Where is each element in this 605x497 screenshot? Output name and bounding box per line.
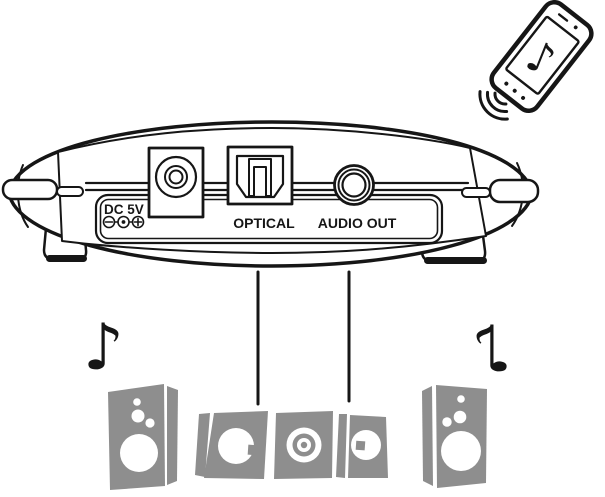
woofer: [120, 434, 158, 472]
audio-jack-hole: [341, 172, 367, 198]
speaker-side: [422, 386, 433, 486]
band-tab-left: [1, 178, 59, 201]
left-speaker-icon: [108, 384, 178, 490]
optical-port-icon: [226, 145, 294, 206]
band-dash-left: [56, 186, 84, 197]
dc-jack-ring: [164, 165, 188, 189]
stereo-right-speaker-cone: [351, 430, 381, 460]
stereo-left-spine: [195, 413, 210, 477]
music-note-left-icon: ♪: [83, 311, 124, 385]
stereo-left-button: [247, 444, 259, 456]
tweeter: [133, 398, 141, 406]
music-note-glyph: ♪: [471, 313, 512, 387]
foot-pad: [424, 257, 487, 264]
optical-shutter: [248, 158, 272, 197]
nav-dot: [504, 81, 509, 86]
dc-jack-barrel: [154, 155, 198, 199]
earpiece-icon: [557, 13, 569, 22]
tweeter: [442, 417, 452, 427]
tweeter: [457, 395, 465, 403]
stereo-right-button: [355, 440, 366, 451]
smartphone-icon: ♪: [489, 0, 594, 114]
camera-icon: [573, 25, 578, 30]
audio-jack-ring: [337, 168, 371, 202]
band-dash-right: [461, 187, 491, 198]
dc-power-jack-icon: [147, 146, 205, 219]
woofer: [441, 431, 481, 471]
audio-out-jack-icon: [333, 164, 375, 206]
music-note-right-icon: ♪: [471, 313, 512, 387]
audio-out-label: AUDIO OUT: [318, 215, 397, 231]
receiver-device: DC 5V OPTICAL AUDIO OUT: [1, 120, 540, 268]
tweeter: [145, 418, 155, 428]
foot-pad: [46, 255, 87, 262]
nav-dot: [521, 95, 526, 100]
midrange: [131, 409, 145, 423]
wave-arc: [486, 90, 509, 113]
wave-arc: [478, 90, 509, 121]
stereo-right-spine: [336, 414, 347, 478]
wireless-waves-icon: [478, 90, 509, 121]
dc-5v-label: DC 5V: [104, 202, 144, 217]
connection-lines: [256, 270, 351, 406]
audio-jack-nut: [333, 164, 375, 206]
optical-label: OPTICAL: [233, 215, 295, 231]
band-tab-right: [488, 178, 540, 204]
smartphone-screen: [505, 15, 580, 95]
polarity-icon: [102, 215, 145, 229]
polarity-center-pin: [121, 220, 126, 224]
cd-disc-icon: [286, 427, 322, 463]
stereo-left-speaker-cone: [218, 428, 254, 464]
cd-hole: [300, 441, 308, 449]
dc-jack-pin: [168, 169, 184, 185]
wave-arc: [493, 91, 508, 106]
midrange: [453, 410, 467, 424]
stereo-system-icon: [195, 411, 388, 479]
nav-dot: [512, 88, 517, 93]
speaker-side: [167, 386, 178, 485]
right-speaker-icon: [422, 385, 487, 488]
